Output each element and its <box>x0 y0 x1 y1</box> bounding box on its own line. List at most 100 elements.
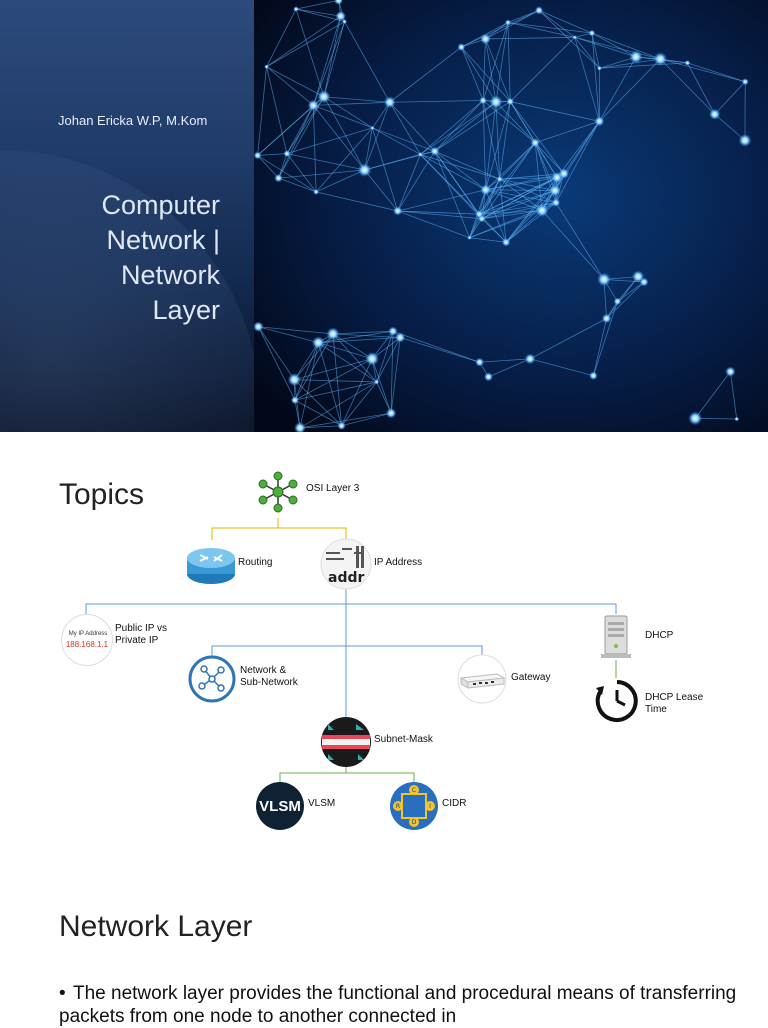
label-line: Time <box>645 704 703 716</box>
network-node-glow <box>506 98 514 106</box>
network-node-glow <box>467 236 471 240</box>
network-node-glow <box>288 373 301 386</box>
title-line: Computer <box>20 188 220 223</box>
network-node-glow <box>312 336 325 349</box>
dhcp-label: DHCP <box>645 630 673 642</box>
network-node-glow <box>484 372 493 381</box>
ip-address-icon: addr <box>320 538 372 590</box>
network-node-glow <box>602 314 612 324</box>
topics-slide: Topics OSI Layer 3 Routing addr IP Addre… <box>0 432 768 864</box>
network-node-glow <box>594 116 604 126</box>
network-node-glow <box>370 126 374 130</box>
public-private-ip-label: Public IP vs Private IP <box>115 623 167 647</box>
network-node-glow <box>326 327 339 340</box>
author-name: Johan Ericka W.P, M.Kom <box>58 113 207 128</box>
gateway-label: Gateway <box>511 672 550 684</box>
network-node-glow <box>505 19 511 25</box>
network-node-glow <box>335 11 346 22</box>
bullet-point: •The network layer provides the function… <box>59 982 739 1028</box>
network-node-glow <box>632 270 644 282</box>
network-node-glow <box>457 43 465 51</box>
network-node-glow <box>535 6 543 14</box>
network-node-glow <box>589 371 598 380</box>
network-layer-slide: Network Layer •The network layer provide… <box>0 864 768 1024</box>
bullet-icon: • <box>59 982 73 1005</box>
network-node-glow <box>480 34 491 45</box>
network-node-glow <box>475 210 483 218</box>
network-node-glow <box>393 206 402 215</box>
title-line: Network | <box>20 223 220 258</box>
network-node-glow <box>313 189 319 195</box>
subnet-mask-label: Subnet-Mask <box>374 734 433 746</box>
network-node-glow <box>337 422 345 430</box>
gateway-icon <box>457 654 507 704</box>
slide-title: Network Layer <box>59 910 252 944</box>
icon-text: My IP Address <box>65 631 111 637</box>
network-subnetwork-label: Network & Sub-Network <box>240 665 298 689</box>
title-slide: Johan Ericka W.P, M.Kom Computer Network… <box>0 0 768 432</box>
network-node-glow <box>308 100 319 111</box>
network-node-glow <box>614 298 622 306</box>
router-icon <box>186 540 236 588</box>
svg-text:D: D <box>412 819 417 826</box>
icon-text: 188.168.1.1 <box>62 640 112 649</box>
network-background-image <box>254 0 768 432</box>
network-node-glow <box>725 367 735 377</box>
svg-text:R: R <box>396 803 400 810</box>
dhcp-server-icon <box>598 614 634 660</box>
clock-icon <box>594 678 640 724</box>
network-node-glow <box>549 185 561 197</box>
network-node-glow <box>274 174 283 183</box>
network-node-glow <box>388 326 397 335</box>
label-line: Network & <box>240 665 298 677</box>
label-line: Sub-Network <box>240 677 298 689</box>
network-node-glow <box>374 379 379 384</box>
network-node-glow <box>358 163 372 177</box>
network-node-glow <box>573 35 577 39</box>
network-node-glow <box>293 6 299 12</box>
network-node-glow <box>559 168 570 179</box>
network-node-glow <box>479 97 487 105</box>
label-line: Private IP <box>115 635 167 647</box>
dhcp-lease-time-label: DHCP Lease Time <box>645 692 703 716</box>
network-node-glow <box>430 147 439 156</box>
network-node-glow <box>685 60 691 66</box>
network-node-glow <box>589 30 596 37</box>
routing-label: Routing <box>238 557 272 569</box>
network-node-glow <box>475 358 484 367</box>
svg-text:I: I <box>429 803 431 810</box>
network-node-glow <box>489 95 502 108</box>
network-node-glow <box>629 50 642 63</box>
subnet-mask-icon <box>320 716 372 768</box>
network-node-glow <box>530 138 539 147</box>
svg-text:addr: addr <box>328 570 364 586</box>
network-node-glow <box>264 64 269 69</box>
osi-layer-label: OSI Layer 3 <box>306 483 359 495</box>
vlsm-icon: VLSM <box>256 782 304 830</box>
topic-connectors <box>0 432 768 864</box>
label-line: Public IP vs <box>115 623 167 635</box>
network-node-glow <box>654 52 668 66</box>
network-node-glow <box>536 204 549 217</box>
network-node-glow <box>552 198 560 206</box>
network-node-glow <box>283 150 290 157</box>
svg-text:C: C <box>412 787 416 794</box>
network-node-glow <box>502 238 511 247</box>
public-private-ip-icon: My IP Address 188.168.1.1 <box>61 614 113 666</box>
network-node-glow <box>480 184 491 195</box>
network-node-glow <box>291 396 299 404</box>
network-node-glow <box>254 151 262 159</box>
network-node-glow <box>317 90 330 103</box>
network-node-glow <box>525 353 536 364</box>
ip-address-label: IP Address <box>374 557 422 569</box>
label-line: DHCP Lease <box>645 692 703 704</box>
vlsm-icon-text: VLSM <box>259 798 301 815</box>
osi-layer-icon <box>256 470 300 514</box>
network-node-glow <box>739 134 752 147</box>
network-node-glow <box>597 273 611 287</box>
slide-title: Computer Network | Network Layer <box>20 188 220 328</box>
network-node-glow <box>386 408 397 419</box>
title-line: Layer <box>20 293 220 328</box>
cidr-icon: C I D R <box>389 781 439 831</box>
network-node-glow <box>365 352 379 366</box>
